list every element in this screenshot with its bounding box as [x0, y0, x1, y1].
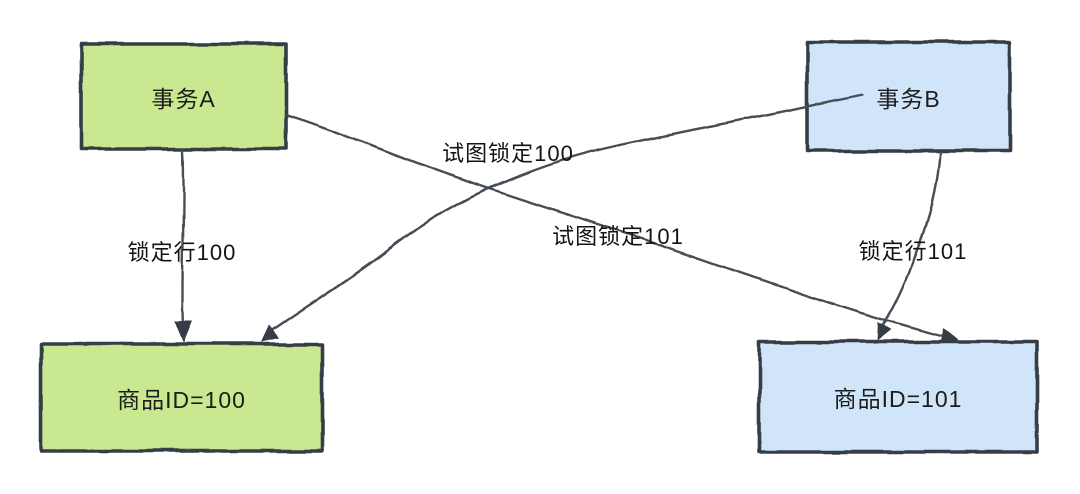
edge-txn-b-to-item-101-line — [878, 150, 942, 332]
node-txn-a-label: 事务A — [151, 85, 216, 112]
arrowhead-b-100 — [261, 325, 279, 342]
node-item-101-label: 商品ID=101 — [833, 386, 963, 412]
node-txn-a: 事务A — [81, 44, 286, 149]
node-item-100-label: 商品ID=100 — [117, 386, 246, 413]
node-item-100: 商品ID=100 — [41, 344, 322, 451]
edge-label-lock-row-100: 锁定行100 — [127, 240, 237, 265]
node-item-101: 商品ID=101 — [759, 342, 1037, 452]
node-shape-txn-a — [79, 42, 288, 151]
edge-label-try-lock-101: 试图锁定101 — [552, 224, 684, 249]
edge-label-try-lock-100: 试图锁定100 — [442, 141, 574, 166]
arrowhead-a-101 — [941, 328, 959, 344]
edge-txn-a-to-item-101-line — [285, 113, 948, 339]
node-txn-b-label: 事务B — [876, 85, 941, 112]
node-txn-b: 事务B — [807, 42, 1010, 151]
edge-txn-b-to-item-100-line — [270, 93, 865, 332]
node-shape-txn-b — [805, 40, 1012, 153]
arrowhead-b-101 — [877, 322, 891, 341]
node-shape-item-100 — [39, 342, 324, 453]
node-shape-item-101 — [757, 340, 1039, 454]
edge-txn-a-to-item-100-line — [181, 148, 185, 332]
arrowhead-a-100 — [174, 321, 192, 343]
edge-label-lock-row-101: 锁定行101 — [858, 239, 968, 264]
